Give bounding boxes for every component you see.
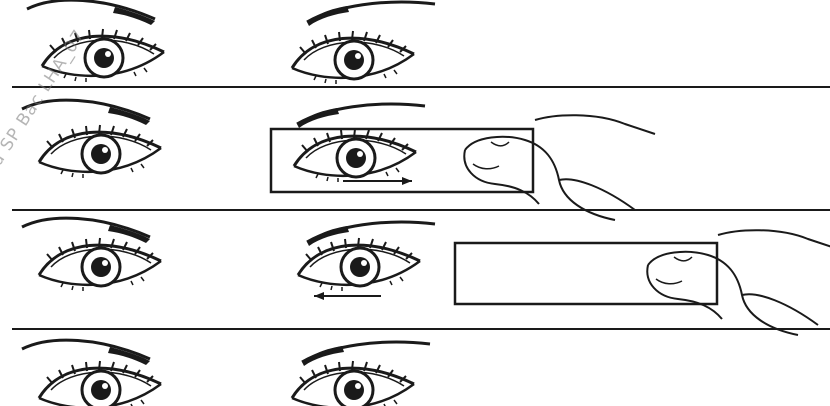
arrow-left-icon bbox=[314, 292, 324, 300]
left-eye-icon bbox=[39, 238, 161, 291]
left-eyebrow bbox=[27, 0, 155, 25]
left-eye-icon bbox=[42, 29, 164, 82]
panel-2 bbox=[22, 100, 655, 220]
right-eyebrow bbox=[307, 2, 435, 26]
left-eye-icon bbox=[39, 125, 161, 178]
panel-3 bbox=[22, 218, 830, 335]
right-eye-icon bbox=[292, 361, 414, 406]
left-eyebrow bbox=[22, 100, 150, 125]
right-eye-icon bbox=[292, 31, 414, 84]
panel-4 bbox=[22, 340, 430, 406]
right-eyebrow bbox=[297, 104, 425, 128]
right-eye-icon bbox=[298, 238, 420, 291]
left-eyebrow bbox=[22, 340, 150, 365]
panel-1 bbox=[27, 0, 435, 84]
left-eye-icon bbox=[39, 361, 161, 406]
